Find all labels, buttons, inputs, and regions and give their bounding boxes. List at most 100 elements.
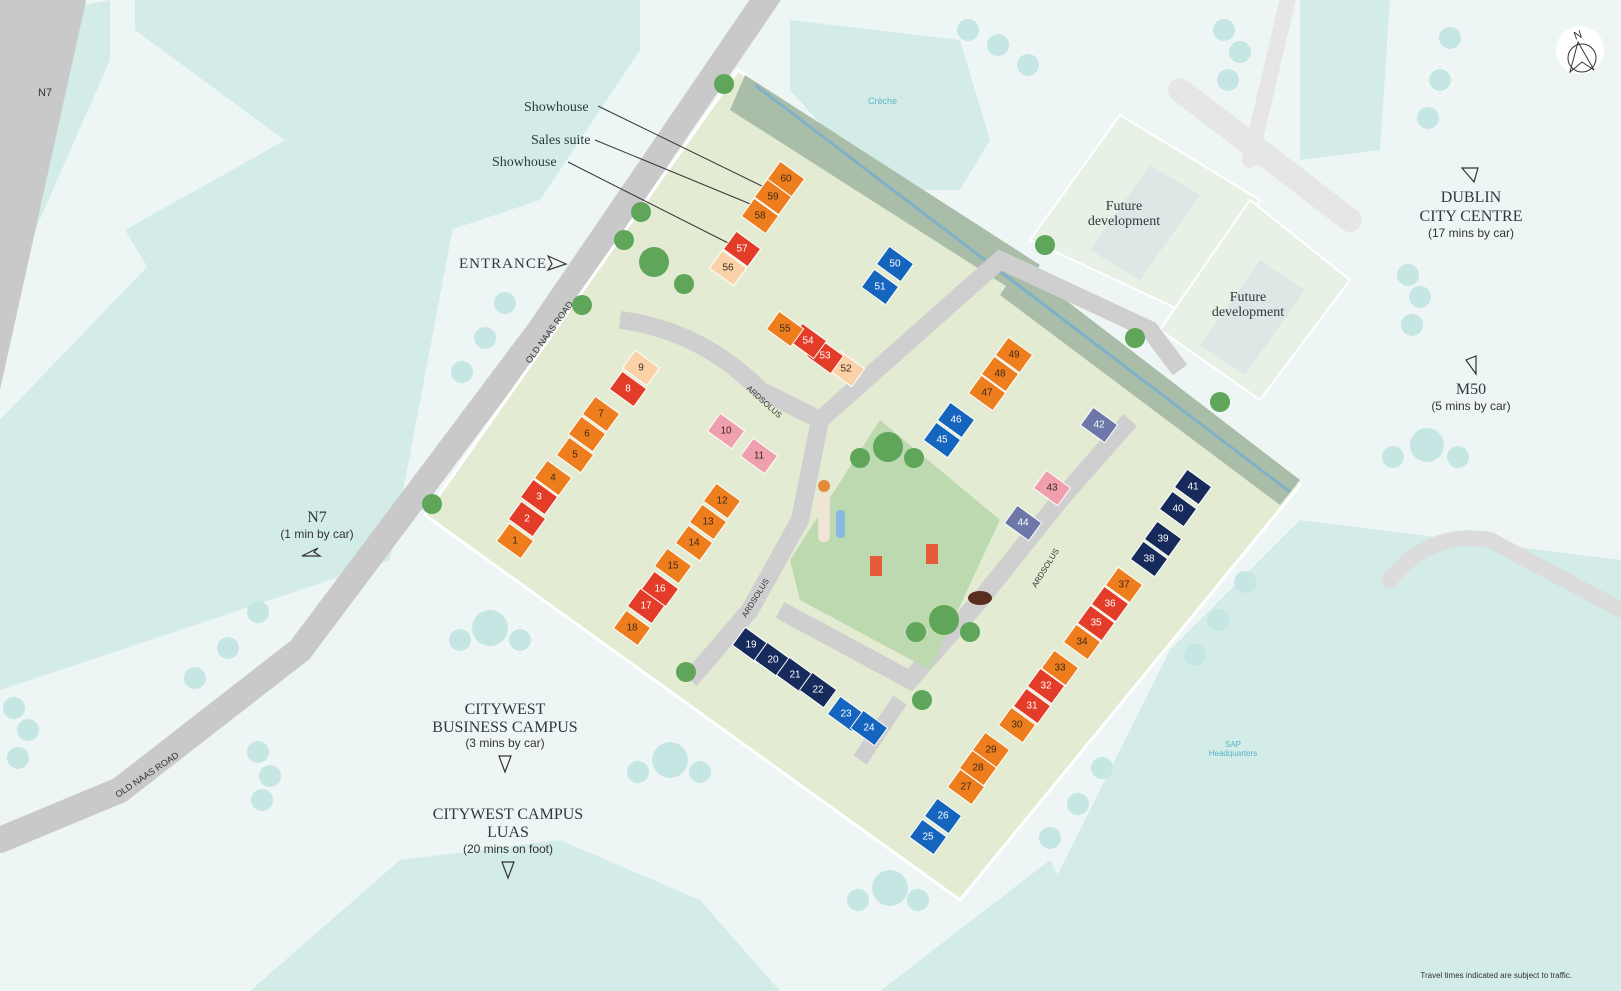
plot-13[interactable]: 13 bbox=[688, 503, 728, 541]
plot-15[interactable]: 15 bbox=[653, 547, 693, 585]
plot-49[interactable]: 49 bbox=[994, 336, 1034, 374]
plot-38[interactable]: 38 bbox=[1129, 540, 1169, 578]
plot-5[interactable]: 5 bbox=[555, 436, 595, 474]
plot-45[interactable]: 45 bbox=[922, 421, 962, 459]
plot-number: 16 bbox=[654, 584, 666, 595]
plot-number: 12 bbox=[716, 496, 728, 507]
plot-shape bbox=[860, 268, 900, 306]
plot-11[interactable]: 11 bbox=[739, 437, 779, 475]
plot-12[interactable]: 12 bbox=[702, 482, 742, 520]
plot-number: 22 bbox=[812, 685, 824, 696]
plot-number: 59 bbox=[767, 192, 779, 203]
citywest-bc-label-line1: CITYWEST bbox=[465, 701, 546, 718]
plot-47[interactable]: 47 bbox=[967, 374, 1007, 412]
plot-3[interactable]: 3 bbox=[519, 478, 559, 516]
plot-44[interactable]: 44 bbox=[1003, 504, 1043, 542]
plot-39[interactable]: 39 bbox=[1143, 520, 1183, 558]
plot-46[interactable]: 46 bbox=[936, 401, 976, 439]
plot-shape bbox=[849, 709, 889, 747]
plot-50[interactable]: 50 bbox=[875, 245, 915, 283]
plot-number: 2 bbox=[524, 514, 530, 525]
plot-shape bbox=[702, 482, 742, 520]
plot-number: 24 bbox=[863, 723, 875, 734]
n7-road-label: N7 bbox=[38, 87, 52, 99]
plot-25[interactable]: 25 bbox=[908, 818, 948, 856]
north-arrow-icon: N bbox=[1556, 26, 1604, 74]
plot-31[interactable]: 31 bbox=[1012, 687, 1052, 725]
plot-24[interactable]: 24 bbox=[849, 709, 889, 747]
plot-number: 53 bbox=[819, 351, 831, 362]
plot-number: 10 bbox=[720, 426, 732, 437]
plot-shape bbox=[706, 412, 746, 450]
plot-32[interactable]: 32 bbox=[1026, 667, 1066, 705]
plot-number: 27 bbox=[960, 782, 972, 793]
plot-number: 48 bbox=[994, 369, 1006, 380]
plot-43[interactable]: 43 bbox=[1032, 469, 1072, 507]
plot-shape bbox=[519, 478, 559, 516]
plot-29[interactable]: 29 bbox=[971, 731, 1011, 769]
plot-7[interactable]: 7 bbox=[581, 395, 621, 433]
plot-shape bbox=[1012, 687, 1052, 725]
plot-36[interactable]: 36 bbox=[1090, 585, 1130, 623]
plot-number: 18 bbox=[626, 623, 638, 634]
plot-number: 28 bbox=[972, 763, 984, 774]
plot-shape bbox=[1079, 406, 1119, 444]
plot-40[interactable]: 40 bbox=[1158, 490, 1198, 528]
plot-57[interactable]: 57 bbox=[722, 230, 762, 268]
plot-shape bbox=[1026, 667, 1066, 705]
plot-number: 8 bbox=[625, 384, 631, 395]
plot-60[interactable]: 60 bbox=[766, 160, 806, 198]
plot-48[interactable]: 48 bbox=[980, 355, 1020, 393]
plot-shape bbox=[507, 500, 547, 538]
plot-35[interactable]: 35 bbox=[1076, 604, 1116, 642]
plot-number: 37 bbox=[1118, 580, 1130, 591]
dublin-time: (17 mins by car) bbox=[1428, 226, 1514, 240]
plot-51[interactable]: 51 bbox=[860, 268, 900, 306]
plot-17[interactable]: 17 bbox=[626, 587, 666, 625]
plot-number: 57 bbox=[736, 244, 748, 255]
plot-10[interactable]: 10 bbox=[706, 412, 746, 450]
plot-number: 41 bbox=[1187, 482, 1199, 493]
plot-9[interactable]: 9 bbox=[621, 349, 661, 387]
plot-number: 9 bbox=[638, 363, 644, 374]
plot-number: 4 bbox=[550, 473, 556, 484]
plot-4[interactable]: 4 bbox=[533, 459, 573, 497]
plot-55[interactable]: 55 bbox=[765, 310, 805, 348]
plot-2[interactable]: 2 bbox=[507, 500, 547, 538]
plot-1[interactable]: 1 bbox=[495, 522, 535, 560]
plot-number: 29 bbox=[985, 745, 997, 756]
plot-shape bbox=[495, 522, 535, 560]
plot-14[interactable]: 14 bbox=[674, 524, 714, 562]
plot-22[interactable]: 22 bbox=[798, 671, 838, 709]
plot-30[interactable]: 30 bbox=[997, 706, 1037, 744]
plot-26[interactable]: 26 bbox=[923, 797, 963, 835]
luas-label-line2: LUAS bbox=[487, 824, 529, 841]
plot-number: 50 bbox=[889, 259, 901, 270]
plot-number: 26 bbox=[937, 811, 949, 822]
plot-number: 60 bbox=[780, 174, 792, 185]
plot-number: 42 bbox=[1093, 420, 1105, 431]
plot-41[interactable]: 41 bbox=[1173, 468, 1213, 506]
dublin-label-line2: CITY CENTRE bbox=[1420, 208, 1523, 225]
plot-33[interactable]: 33 bbox=[1040, 649, 1080, 687]
plot-shape bbox=[997, 706, 1037, 744]
plot-shape bbox=[1129, 540, 1169, 578]
plot-42[interactable]: 42 bbox=[1079, 406, 1119, 444]
plot-34[interactable]: 34 bbox=[1062, 623, 1102, 661]
plot-number: 34 bbox=[1076, 637, 1088, 648]
plot-shape bbox=[765, 310, 805, 348]
m50-label: M50 bbox=[1456, 381, 1486, 398]
plot-8[interactable]: 8 bbox=[608, 370, 648, 408]
plot-56[interactable]: 56 bbox=[708, 249, 748, 287]
citywest-bc-label-line2: BUSINESS CAMPUS bbox=[432, 719, 577, 736]
plot-number: 58 bbox=[754, 211, 766, 222]
plot-number: 49 bbox=[1008, 350, 1020, 361]
plot-6[interactable]: 6 bbox=[567, 415, 607, 453]
plot-58[interactable]: 58 bbox=[740, 197, 780, 235]
plot-number: 19 bbox=[745, 640, 757, 651]
plot-number: 23 bbox=[840, 709, 852, 720]
plot-18[interactable]: 18 bbox=[612, 609, 652, 647]
plot-shape bbox=[1076, 604, 1116, 642]
plot-shape bbox=[967, 374, 1007, 412]
plot-37[interactable]: 37 bbox=[1104, 566, 1144, 604]
